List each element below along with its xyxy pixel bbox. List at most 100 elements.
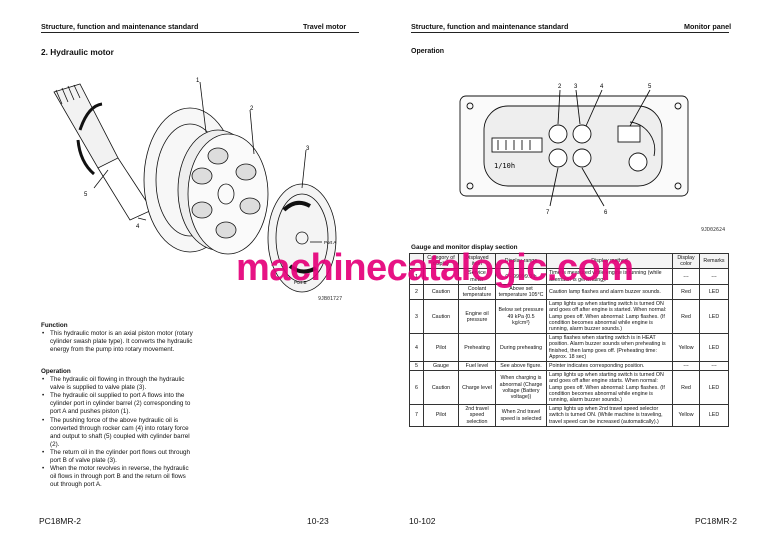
cell: Pilot bbox=[423, 333, 459, 363]
cell: --- bbox=[672, 361, 700, 372]
cell: Caution bbox=[423, 370, 459, 406]
table-row: 1 Service meter 0 - 99999.9 h Time is me… bbox=[409, 268, 729, 285]
right-footer-page: 10-102 bbox=[409, 516, 436, 526]
col-header-color: Display color bbox=[672, 252, 700, 270]
operation-item: The return oil in the cylinder port flow… bbox=[41, 449, 196, 465]
cell: 4 bbox=[409, 333, 424, 363]
panel-callout-6: 6 bbox=[604, 210, 608, 216]
left-header-section: Travel motor bbox=[303, 22, 347, 31]
cell: Service meter bbox=[458, 268, 496, 285]
cell: 2nd travel speed selection bbox=[458, 404, 496, 427]
panel-callout-3: 3 bbox=[574, 84, 578, 90]
cell: When 2nd travel speed is selected bbox=[495, 404, 547, 427]
left-footer-page: 10-23 bbox=[307, 516, 329, 526]
operation-block: Operation The hydraulic oil flowing in t… bbox=[41, 368, 196, 489]
cell: LED bbox=[699, 333, 729, 363]
cell: Yellow bbox=[672, 404, 700, 427]
cell: Fuel level bbox=[458, 361, 496, 372]
left-header-title: Structure, function and maintenance stan… bbox=[41, 22, 199, 31]
callout-4: 4 bbox=[136, 224, 140, 230]
gauge-table: Category of display Displayed item Displ… bbox=[409, 252, 729, 427]
port-a-label: Port A bbox=[324, 240, 336, 245]
left-section-title: 2. Hydraulic motor bbox=[41, 47, 114, 57]
cell: 7 bbox=[409, 404, 424, 427]
right-header-title: Structure, function and maintenance stan… bbox=[411, 22, 569, 31]
cell: LED bbox=[699, 404, 729, 427]
panel-callout-5: 5 bbox=[648, 84, 652, 90]
cell: See above figure. bbox=[495, 361, 547, 372]
left-footer-model: PC18MR-2 bbox=[39, 516, 82, 526]
cell: Red bbox=[672, 299, 700, 335]
table-header-row: Category of display Displayed item Displ… bbox=[409, 252, 729, 270]
col-header-category: Category of display bbox=[423, 252, 459, 270]
cell: LED bbox=[699, 370, 729, 406]
cell: Yellow bbox=[672, 333, 700, 363]
operation-item: The hydraulic oil supplied to port A flo… bbox=[41, 392, 196, 416]
callout-2: 2 bbox=[250, 106, 254, 112]
panel-callout-4: 4 bbox=[600, 84, 604, 90]
cell: Above set temperature 105°C bbox=[495, 283, 547, 301]
table-row: 6 Caution Charge level When charging is … bbox=[409, 370, 729, 406]
cell: LED bbox=[699, 299, 729, 335]
cell: 3 bbox=[409, 299, 424, 335]
operation-item: When the motor revolves in reverse, the … bbox=[41, 465, 196, 489]
cell: Gauge bbox=[423, 361, 459, 372]
cell: LED bbox=[699, 283, 729, 301]
cell: Lamp flashes when starting switch is in … bbox=[546, 333, 673, 363]
cell: Lamp lights up when starting switch is t… bbox=[546, 370, 673, 406]
cell: Below set pressure 49 kPa {0.5 kg/cm²} bbox=[495, 299, 547, 335]
cell: Pointer indicates corresponding position… bbox=[546, 361, 673, 372]
cell: --- bbox=[672, 268, 700, 285]
col-header-range: Display range bbox=[495, 252, 547, 270]
panel-callout-7: 7 bbox=[546, 210, 550, 216]
left-figure-code: 9JB01727 bbox=[318, 296, 343, 302]
hour-display-label: 1/10h bbox=[494, 162, 515, 170]
cell: 6 bbox=[409, 370, 424, 406]
cell: Caution lamp flashes and alarm buzzer so… bbox=[546, 283, 673, 301]
cell: Lamp lights up when 2nd travel speed sel… bbox=[546, 404, 673, 427]
cell: Caution bbox=[423, 299, 459, 335]
right-header-section: Monitor panel bbox=[684, 22, 732, 31]
cell: Lamp lights up when starting switch is t… bbox=[546, 299, 673, 335]
cell: During preheating bbox=[495, 333, 547, 363]
cell: Preheating bbox=[458, 333, 496, 363]
cell: Pilot bbox=[423, 404, 459, 427]
col-header-remarks: Remarks bbox=[699, 252, 729, 270]
cell: 5 bbox=[409, 361, 424, 372]
panel-callout-2: 2 bbox=[558, 84, 562, 90]
table-title: Gauge and monitor display section bbox=[411, 244, 518, 251]
function-item: This hydraulic motor is an axial piston … bbox=[41, 330, 196, 354]
function-block: Function This hydraulic motor is an axia… bbox=[41, 322, 196, 354]
right-header-rule bbox=[411, 32, 729, 33]
table-row: 4 Pilot Preheating During preheating Lam… bbox=[409, 333, 729, 363]
hydraulic-motor-figure: 1 2 3 4 5 Port A Port B bbox=[53, 78, 337, 293]
col-header-method: Display method bbox=[546, 252, 673, 270]
watermark: machinecatalogic.com bbox=[236, 247, 634, 289]
callout-3: 3 bbox=[306, 146, 310, 152]
right-operation-heading: Operation bbox=[411, 48, 445, 55]
cell: Caution bbox=[423, 283, 459, 301]
right-page: Structure, function and maintenance stan… bbox=[384, 0, 768, 543]
cell: Engine oil pressure bbox=[458, 299, 496, 335]
operation-heading: Operation bbox=[41, 368, 71, 375]
monitor-panel-figure: 2 3 4 5 7 6 1/10h bbox=[459, 84, 689, 216]
table-row: 3 Caution Engine oil pressure Below set … bbox=[409, 299, 729, 335]
cell: Red bbox=[672, 283, 700, 301]
col-header-item: Displayed item bbox=[458, 252, 496, 270]
cell: When charging is abnormal (Charge voltag… bbox=[495, 370, 547, 406]
operation-item: The hydraulic oil flowing in through the… bbox=[41, 376, 196, 392]
right-footer-model: PC18MR-2 bbox=[695, 516, 738, 526]
function-heading: Function bbox=[41, 322, 68, 329]
table-row: 2 Caution Coolant temperature Above set … bbox=[409, 283, 729, 301]
callout-5: 5 bbox=[84, 192, 88, 198]
callout-1: 1 bbox=[196, 78, 200, 84]
left-header-rule bbox=[41, 32, 359, 33]
table-row: 5 Gauge Fuel level See above figure. Poi… bbox=[409, 361, 729, 372]
right-figure-code: 9JD02624 bbox=[701, 227, 726, 233]
cell: Red bbox=[672, 370, 700, 406]
operation-item: The pushing force of the above hydraulic… bbox=[41, 417, 196, 449]
table-row: 7 Pilot 2nd travel speed selection When … bbox=[409, 404, 729, 427]
cell: --- bbox=[699, 268, 729, 285]
port-b-label: Port B bbox=[294, 280, 307, 285]
cell: --- bbox=[699, 361, 729, 372]
